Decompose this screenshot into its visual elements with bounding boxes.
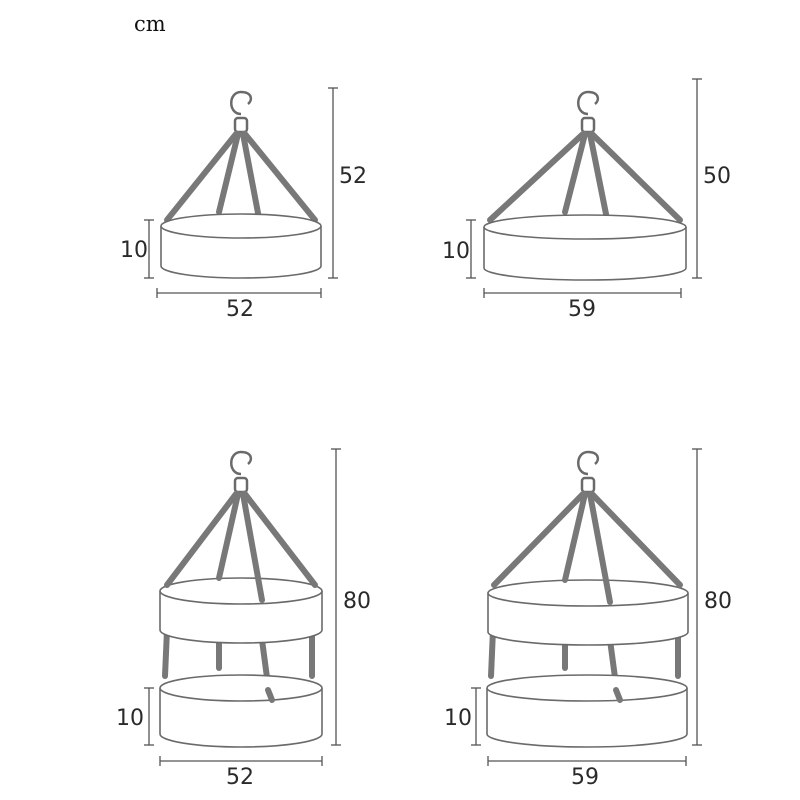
hanging-hook-icon [577, 90, 600, 134]
dimension-lines [144, 448, 341, 766]
dryer-double-small: 80 10 52 [116, 448, 371, 790]
tier-height-label: 10 [442, 239, 470, 264]
support-straps [491, 491, 683, 605]
tier-height-label: 10 [444, 706, 472, 731]
support-straps [164, 131, 318, 237]
tier-basket [160, 213, 322, 279]
dimension-lines [144, 87, 338, 298]
dryer-single-small: 52 10 52 [120, 87, 367, 322]
diameter-label: 59 [571, 765, 599, 790]
unit-label: cm [134, 12, 166, 36]
strap-over-lower-rim [265, 687, 275, 703]
diameter-label: 59 [568, 297, 596, 322]
height-label: 80 [704, 589, 732, 614]
dimension-lines [466, 78, 702, 298]
tier-height-label: 10 [120, 238, 148, 263]
strap-over-lower-rim [613, 687, 623, 703]
upper-tier-basket [159, 577, 323, 644]
support-straps [164, 491, 318, 603]
height-label: 50 [703, 164, 731, 189]
hanging-hook-icon [230, 450, 253, 494]
hanging-hook-icon [230, 90, 253, 134]
dryer-double-large: 80 10 59 [444, 448, 732, 790]
height-label: 80 [343, 589, 371, 614]
dryer-single-large: 50 10 59 [442, 78, 731, 322]
lower-tier-basket [486, 674, 688, 748]
lower-tier-basket [159, 674, 323, 748]
hanging-hook-icon [577, 450, 600, 494]
diameter-label: 52 [226, 765, 254, 790]
diameter-label: 52 [226, 297, 254, 322]
tier-basket [483, 214, 687, 281]
dimension-lines [471, 448, 702, 766]
height-label: 52 [339, 164, 367, 189]
upper-tier-basket [487, 579, 689, 646]
tier-height-label: 10 [116, 706, 144, 731]
